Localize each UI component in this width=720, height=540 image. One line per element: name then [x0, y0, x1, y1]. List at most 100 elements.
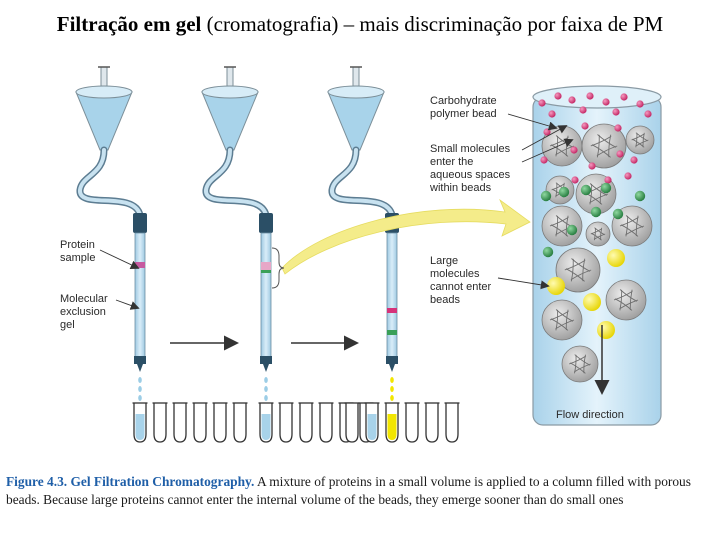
- column-tip: [137, 364, 143, 372]
- small-molecule: [588, 162, 595, 169]
- large-molecule: [607, 249, 625, 267]
- drip: [264, 395, 268, 401]
- test-tube-rack: [133, 403, 248, 442]
- tube-glass: [280, 403, 292, 442]
- drip: [138, 386, 142, 392]
- drip: [390, 386, 394, 392]
- protein-sample-label: Protein sample: [60, 239, 98, 264]
- small-molecule: [571, 176, 578, 183]
- funnel-rim: [202, 86, 258, 98]
- column-body: [387, 233, 397, 358]
- tube-glass: [320, 403, 332, 442]
- funnel: [76, 92, 132, 150]
- small-molecule: [614, 124, 621, 131]
- large-molecule: [547, 277, 565, 295]
- test-tube: [385, 403, 400, 442]
- small-molecule: [624, 172, 631, 179]
- medium-molecule: [541, 191, 551, 201]
- small-molecule: [579, 106, 586, 113]
- test-tube: [153, 403, 168, 442]
- stopper: [227, 67, 233, 86]
- column-cap: [259, 213, 273, 233]
- small-molecule: [548, 110, 555, 117]
- test-tube: [405, 403, 420, 442]
- tubing-inner: [206, 150, 266, 215]
- small-molecule: [612, 108, 619, 115]
- small-molecule: [581, 122, 588, 129]
- caption-heading: Figure 4.3. Gel Filtration Chromatograph…: [6, 474, 254, 489]
- drip: [264, 386, 268, 392]
- tubing-inner: [80, 150, 140, 215]
- bead-shell: [606, 280, 646, 320]
- column-tip: [263, 364, 269, 372]
- column-setup: [202, 67, 273, 401]
- small-molecule: [540, 156, 547, 163]
- tube-liquid: [368, 414, 377, 440]
- test-tube: [299, 403, 314, 442]
- tube-glass: [194, 403, 206, 442]
- tube-glass: [214, 403, 226, 442]
- tube-liquid: [388, 414, 397, 440]
- tube-liquid: [136, 414, 145, 440]
- test-tube: [445, 403, 460, 442]
- bead: [542, 300, 582, 340]
- tubing-inner: [332, 150, 392, 215]
- test-tube: [133, 403, 148, 442]
- molecular-exclusion-gel-label: Molecular exclusion gel: [60, 293, 111, 331]
- medium-molecule: [635, 191, 645, 201]
- drip: [390, 395, 394, 401]
- small-molecule: [636, 100, 643, 107]
- test-tube: [233, 403, 248, 442]
- tube-glass: [446, 403, 458, 442]
- sample-band: [387, 308, 397, 313]
- bead: [542, 206, 582, 246]
- bead: [586, 222, 610, 246]
- sample-brace: [272, 248, 284, 288]
- tube-glass: [234, 403, 246, 442]
- column-cap: [133, 213, 147, 233]
- test-tube: [319, 403, 334, 442]
- drip: [390, 377, 394, 383]
- sample-band: [261, 270, 271, 273]
- column-setups: [76, 67, 460, 442]
- medium-molecule: [543, 247, 553, 257]
- small-molecule: [604, 176, 611, 183]
- large-molecule: [597, 321, 615, 339]
- tube-glass: [300, 403, 312, 442]
- medium-molecule: [581, 185, 591, 195]
- column-nozzle: [260, 356, 272, 364]
- column-body: [135, 233, 145, 358]
- funnel: [202, 92, 258, 150]
- gel-filtration-diagram: Flow direction Protein sample Molecular …: [0, 0, 720, 460]
- drip: [138, 377, 142, 383]
- test-tube: [365, 403, 380, 442]
- large-molecules-label: Large molecules cannot enter beads: [430, 255, 494, 306]
- stopper: [353, 67, 359, 86]
- small-molecule: [570, 146, 577, 153]
- column-tip: [389, 364, 395, 372]
- medium-molecule: [613, 209, 623, 219]
- small-molecule: [644, 110, 651, 117]
- small-molecule: [602, 98, 609, 105]
- stopper: [101, 67, 107, 86]
- flow-direction-label: Flow direction: [556, 409, 624, 421]
- small-molecules-label: Small molecules enter the aqueous spaces…: [429, 143, 513, 194]
- drip: [264, 377, 268, 383]
- small-molecule: [568, 96, 575, 103]
- funnel-rim: [328, 86, 384, 98]
- tube-glass: [346, 403, 358, 442]
- zoom-arrow: [282, 200, 530, 274]
- bead-shell: [542, 206, 582, 246]
- small-molecule: [620, 93, 627, 100]
- bead: [562, 346, 598, 382]
- medium-molecule: [591, 207, 601, 217]
- tube-glass: [426, 403, 438, 442]
- test-tube: [193, 403, 208, 442]
- small-molecule: [586, 92, 593, 99]
- test-tube: [259, 403, 274, 442]
- column-nozzle: [386, 356, 398, 364]
- medium-molecule: [559, 187, 569, 197]
- pointer-line: [100, 250, 138, 268]
- test-tube: [345, 403, 360, 442]
- small-molecule: [538, 99, 545, 106]
